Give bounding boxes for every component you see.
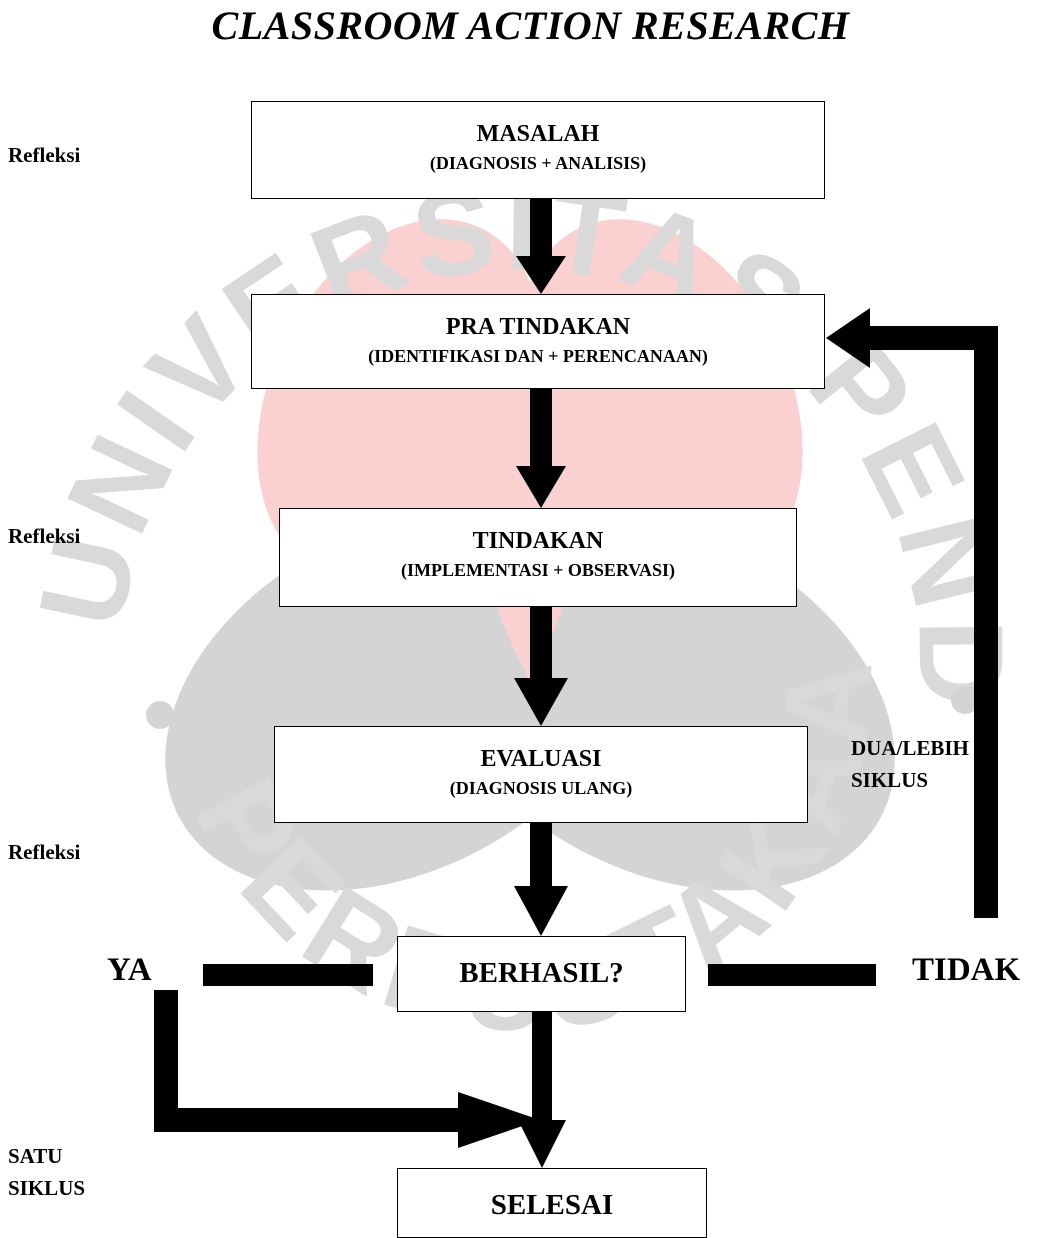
branch-bar-ya — [203, 964, 373, 986]
label-refleksi-1: Refleksi — [8, 143, 81, 167]
box-masalah-subtitle: (DIAGNOSIS + ANALISIS) — [429, 153, 647, 173]
label-dua-lebih-line2: SIKLUS — [851, 768, 929, 792]
box-pra-tindakan: PRA TINDAKAN (IDENTIFIKASI DAN + PERENCA… — [251, 294, 825, 389]
box-evaluasi: EVALUASI (DIAGNOSIS ULANG) — [274, 726, 808, 823]
box-evaluasi-subtitle: (DIAGNOSIS ULANG) — [449, 778, 633, 798]
box-tindakan-title: TINDAKAN — [472, 528, 604, 554]
diagram-title: CLASSROOM ACTION RESEARCH — [211, 3, 850, 48]
box-masalah-title: MASALAH — [476, 121, 600, 147]
label-dua-lebih-siklus: DUA/LEBIH SIKLUS — [851, 732, 969, 796]
box-pra-tindakan-subtitle: (IDENTIFIKASI DAN + PERENCANAAN) — [368, 346, 708, 366]
label-satu-line1: SATU — [8, 1144, 63, 1168]
box-masalah: MASALAH (DIAGNOSIS + ANALISIS) — [251, 101, 825, 199]
box-tindakan-subtitle: (IMPLEMENTASI + OBSERVASI) — [400, 560, 675, 580]
arrow-ya-to-selesai — [154, 990, 540, 1148]
box-selesai: SELESAI — [397, 1168, 707, 1238]
box-berhasil: BERHASIL? — [397, 936, 686, 1012]
arrow-tindakan-to-evaluasi — [514, 606, 568, 726]
arrow-berhasil-to-selesai — [518, 1010, 566, 1168]
arrow-evaluasi-to-berhasil — [514, 822, 568, 936]
box-pra-tindakan-title: PRA TINDAKAN — [445, 314, 631, 340]
arrow-pratindakan-to-tindakan — [516, 388, 566, 508]
branch-bar-tidak — [708, 964, 876, 986]
box-evaluasi-title: EVALUASI — [480, 746, 602, 772]
label-dua-lebih-line1: DUA/LEBIH — [851, 736, 969, 760]
label-ya: YA — [107, 952, 152, 988]
arrow-masalah-to-pratindakan — [516, 198, 566, 294]
label-refleksi-3: Refleksi — [8, 840, 81, 864]
label-tidak: TIDAK — [912, 952, 1021, 988]
box-berhasil-title: BERHASIL? — [459, 957, 624, 989]
label-satu-siklus: SATU SIKLUS — [8, 1140, 85, 1204]
arrow-tidak-loop-back — [826, 308, 998, 918]
label-satu-line2: SIKLUS — [8, 1176, 86, 1200]
box-tindakan: TINDAKAN (IMPLEMENTASI + OBSERVASI) — [279, 508, 797, 607]
label-refleksi-2: Refleksi — [8, 524, 81, 548]
box-selesai-title: SELESAI — [490, 1189, 614, 1221]
